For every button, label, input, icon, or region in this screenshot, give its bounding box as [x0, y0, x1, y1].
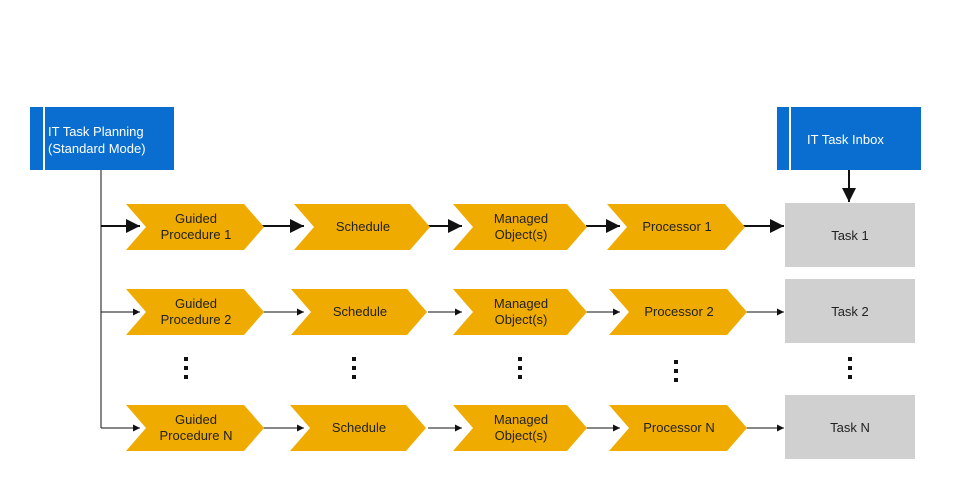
inbox-label: IT Task Inbox [807, 132, 884, 147]
task-label: Task N [830, 419, 870, 435]
processor-1-step[interactable]: Processor 1 [607, 204, 745, 250]
task-1-box[interactable]: Task 1 [785, 203, 915, 267]
step-label: Managed Object(s) [493, 296, 549, 327]
managed-objects-2-step[interactable]: Managed Object(s) [453, 289, 587, 335]
step-label: Schedule [335, 219, 391, 234]
step-label: Guided Procedure 1 [160, 211, 232, 242]
ellipsis-dots [674, 360, 678, 384]
guided-procedure-n-step[interactable]: Guided Procedure N [126, 405, 264, 451]
ellipsis-dots [352, 357, 356, 381]
ellipsis-dots [848, 357, 852, 381]
step-label: Guided Procedure N [159, 412, 233, 443]
step-label: Processor N [643, 420, 715, 435]
managed-objects-n-step[interactable]: Managed Object(s) [453, 405, 587, 451]
processor-n-step[interactable]: Processor N [609, 405, 747, 451]
processor-2-step[interactable]: Processor 2 [609, 289, 747, 335]
planning-label: IT Task Planning (Standard Mode) [48, 123, 146, 157]
box-stripe [789, 107, 791, 170]
step-label: Schedule [331, 420, 387, 435]
step-label: Processor 2 [644, 304, 714, 319]
managed-objects-1-step[interactable]: Managed Object(s) [453, 204, 587, 250]
schedule-2-step[interactable]: Schedule [291, 289, 427, 335]
it-task-planning-box[interactable]: IT Task Planning (Standard Mode) [30, 107, 174, 170]
schedule-1-step[interactable]: Schedule [294, 204, 430, 250]
schedule-n-step[interactable]: Schedule [290, 405, 426, 451]
step-label: Managed Object(s) [493, 412, 549, 443]
task-label: Task 2 [831, 303, 869, 319]
box-stripe [43, 107, 45, 170]
guided-procedure-2-step[interactable]: Guided Procedure 2 [126, 289, 264, 335]
guided-procedure-1-step[interactable]: Guided Procedure 1 [126, 204, 264, 250]
step-label: Schedule [332, 304, 388, 319]
planning-line2: (Standard Mode) [48, 141, 146, 156]
planning-line1: IT Task Planning [48, 124, 144, 139]
ellipsis-dots [518, 357, 522, 381]
ellipsis-dots [184, 357, 188, 381]
task-label: Task 1 [831, 227, 869, 243]
step-label: Managed Object(s) [493, 211, 549, 242]
task-n-box[interactable]: Task N [785, 395, 915, 459]
task-2-box[interactable]: Task 2 [785, 279, 915, 343]
step-label: Processor 1 [642, 219, 712, 234]
step-label: Guided Procedure 2 [160, 296, 232, 327]
it-task-inbox-box[interactable]: IT Task Inbox [777, 107, 921, 170]
